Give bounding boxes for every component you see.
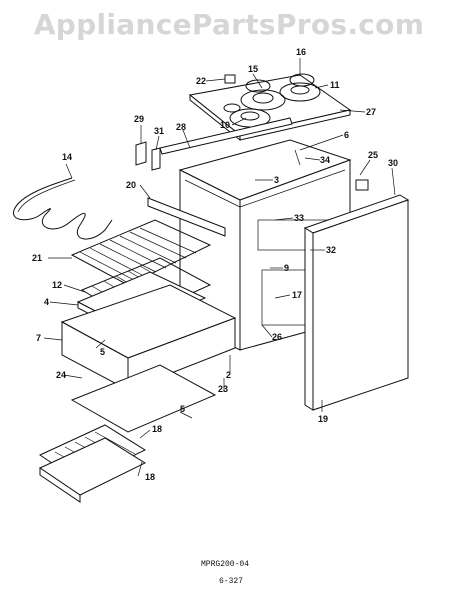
label-22: 22: [196, 76, 206, 86]
label-3: 3: [274, 175, 279, 185]
label-15: 16: [296, 47, 306, 57]
label-32: 31: [154, 126, 164, 136]
label-31: 32: [326, 245, 336, 255]
cooktop-panel: [188, 73, 352, 142]
part-20-trim: [147, 197, 226, 237]
label-24: 25: [368, 150, 378, 160]
label-23: 23: [218, 384, 228, 394]
label-18-text: 18: [145, 472, 155, 482]
bake-element-13: [13, 177, 113, 240]
label-19: 19: [318, 414, 328, 424]
label-30: 29: [134, 114, 144, 124]
model-code: MPRG200-04: [200, 560, 249, 569]
label-17: 18: [152, 424, 162, 434]
label-21: 21: [32, 253, 42, 263]
label-29: 30: [388, 158, 398, 168]
watermark: AppliancePartsPros.com: [33, 8, 425, 41]
label-9: 7: [36, 333, 41, 343]
side-panel-19: [303, 194, 410, 411]
label-13: 14: [62, 152, 72, 162]
page-number: 6-327: [218, 577, 243, 586]
label-2: 2: [226, 370, 231, 380]
label-10: 10: [220, 120, 230, 130]
part-32-bracket: [151, 147, 161, 171]
label-11: 11: [330, 80, 340, 90]
drawer-bottom-5: [70, 364, 217, 433]
label-14: 15: [248, 64, 258, 74]
label-12: 12: [52, 280, 62, 290]
label-6: 6: [344, 130, 349, 140]
broiler-pan-18: [38, 437, 147, 503]
part-labels: 14 22 15 16 11 10 27 6 28 29 31 34 25 30…: [32, 47, 398, 434]
label-4: 4: [44, 297, 49, 307]
label-16: 17: [292, 290, 302, 300]
leader-lines: [43, 58, 396, 477]
label-33: 33: [294, 213, 304, 223]
label-8: 9: [284, 263, 289, 273]
label-26: 27: [366, 107, 376, 117]
label-27: 24: [56, 370, 66, 380]
label-34: 34: [320, 155, 330, 165]
label-25: 26: [272, 332, 282, 342]
label-20: 20: [126, 180, 136, 190]
label-28: 28: [176, 122, 186, 132]
oven-rack-21: [70, 219, 212, 286]
part-30-bracket: [135, 141, 147, 166]
label-5-text: 5: [180, 404, 185, 414]
label-7: 5: [100, 347, 105, 357]
back-panel: [159, 117, 293, 155]
